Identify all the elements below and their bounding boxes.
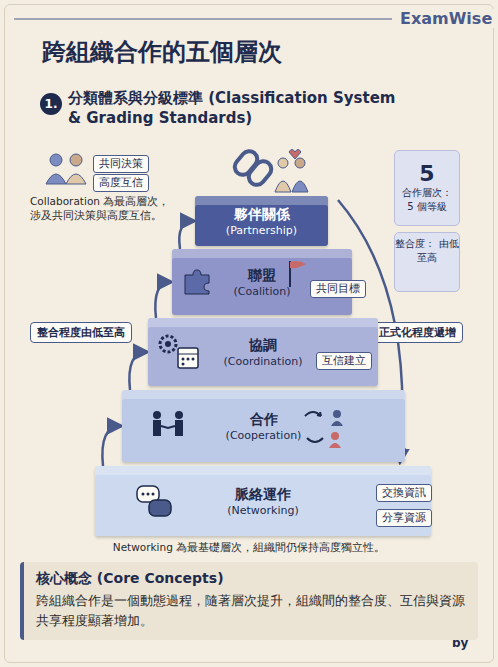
node-text: 正式化程度遞增 — [379, 325, 456, 340]
side-label-box: 整合程度由低至高 — [30, 322, 132, 343]
tag-box: 共同目標 — [310, 280, 366, 298]
brand-name: ExamWise — [396, 9, 496, 28]
tag-box: 共同決策 — [93, 155, 149, 173]
title: 跨組織合作的五個層次 — [42, 36, 282, 68]
node-text: 核心概念 (Core Concepts) — [36, 570, 466, 588]
note-text: Collaboration 為最高層次，涉及共同決策與高度互信。 — [30, 194, 180, 222]
step-arrow — [129, 352, 147, 390]
node-text: (Coordination) — [224, 355, 303, 368]
node-text: 合作層次： 5 個等級 — [399, 186, 455, 214]
step-arrow — [102, 426, 121, 466]
node-text: (Cooperation) — [226, 429, 302, 442]
node-text: 整合度： 由低至高 — [395, 237, 459, 265]
node-text: 聯盟 — [248, 267, 276, 285]
info-box: 整合度： 由低至高 — [394, 232, 460, 292]
node-text: 共同目標 — [316, 282, 360, 296]
node-text: 5 — [419, 162, 434, 186]
step-icon — [135, 484, 175, 520]
node-text: 高度互信 — [99, 176, 143, 190]
node-text: (Networking) — [227, 504, 299, 517]
node-text: 夥伴關係 — [234, 206, 290, 224]
step-icon — [156, 332, 202, 372]
section-heading: 分類體系與分級標準 (Classification System & Gradi… — [68, 88, 413, 129]
pyramid-step: 夥伴關係(Partnership) — [195, 196, 328, 246]
node-text: 合作 — [250, 411, 278, 429]
tag-box: 互信建立 — [316, 352, 372, 370]
concept-box: 核心概念 (Core Concepts) 跨組織合作是一個動態過程，隨著層次提升，… — [20, 562, 478, 640]
node-text: 互信建立 — [322, 354, 366, 368]
node-text: 交換資訊 — [382, 486, 426, 500]
step-icon — [299, 404, 349, 448]
tag-box: 交換資訊 — [376, 484, 432, 502]
step-arrow — [179, 221, 194, 249]
info-box: 5合作層次： 5 個等級 — [394, 150, 460, 226]
step-icon — [182, 267, 212, 297]
tag-box: 高度互信 — [93, 174, 149, 192]
section-number: 1. — [40, 93, 62, 115]
node-text: (Coalition) — [234, 285, 291, 298]
node-text: 分享資源 — [382, 511, 426, 525]
node-text: 整合程度由低至高 — [37, 325, 125, 340]
note-text: Networking 為最基礎層次，組織間仍保持高度獨立性。 — [10, 540, 488, 554]
node-text: 跨組織合作是一個動態過程，隨著層次提升，組織間的整合度、互信與資源共享程度顯著增… — [36, 591, 466, 630]
pyramid-step: 合作(Cooperation) — [122, 390, 405, 462]
node-text: 協調 — [249, 337, 277, 355]
node-text: (Partnership) — [226, 224, 297, 237]
node-text: 脈絡運作 — [235, 486, 291, 504]
tag-box: 分享資源 — [376, 509, 432, 527]
step-icon — [148, 408, 188, 448]
side-label-box: 正式化程度遞增 — [372, 322, 463, 343]
step-arrow — [155, 282, 171, 318]
node-text: 共同決策 — [99, 157, 143, 171]
